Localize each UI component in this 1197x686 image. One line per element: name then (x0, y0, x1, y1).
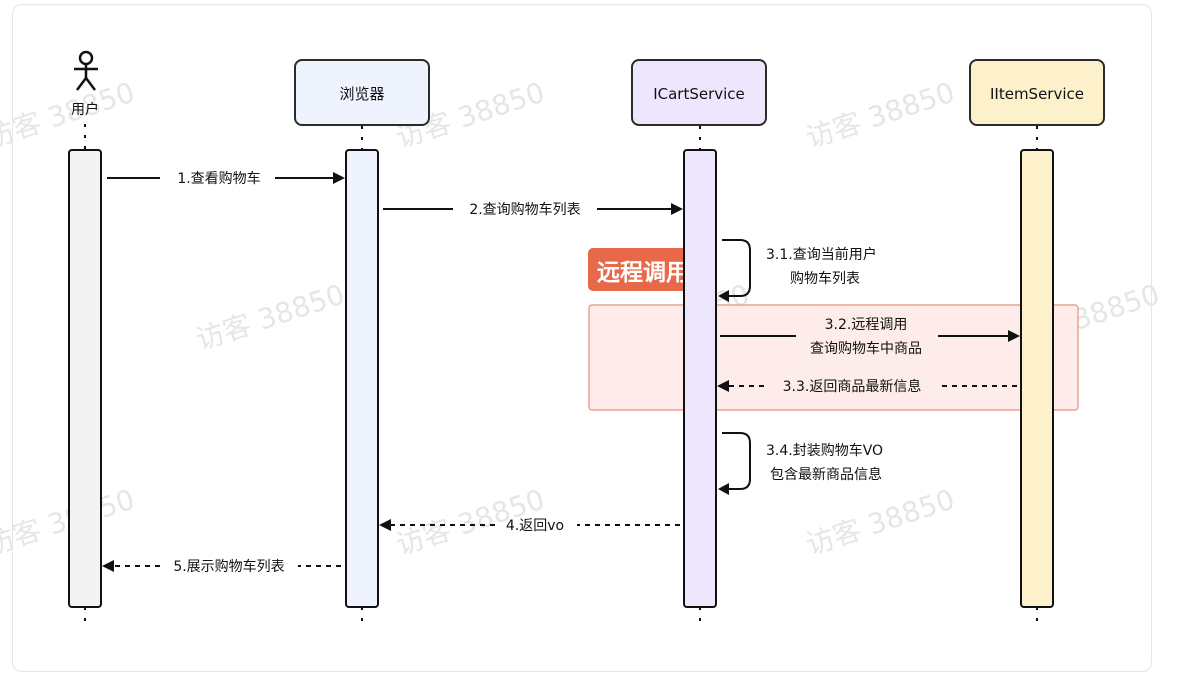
activation-bar-browser (345, 149, 379, 608)
watermark-text: 访客 38850 (802, 483, 959, 562)
message-2-label: 2.查询购物车列表 (469, 201, 580, 218)
message-3-1-selfcall (722, 239, 751, 297)
watermark-text: 访客 38850 (0, 76, 139, 155)
message-3-4-label-line1: 3.4.封装购物车VO (766, 442, 883, 459)
activation-bar-item (1020, 149, 1054, 608)
lifelines (84, 124, 1038, 624)
actor-label: 用户 (71, 101, 99, 118)
message-3-3-label: 3.3.返回商品最新信息 (783, 378, 922, 395)
message-3-4-arrowhead (718, 483, 729, 495)
message-3-1-arrowhead (718, 290, 729, 302)
activation-bar-user (68, 149, 102, 608)
participant-cart-service-label: ICartService (653, 85, 745, 103)
message-3-4-selfcall (722, 432, 751, 490)
message-3-1-label-line1: 3.1.查询当前用户 (766, 246, 877, 263)
message-3-2-label-line1: 3.2.远程调用 (825, 317, 908, 333)
message-5-label: 5.展示购物车列表 (173, 558, 284, 575)
participant-cart-service (631, 59, 767, 126)
message-3-1-label-line2: 购物车列表 (790, 270, 860, 287)
message-3-2-label-line2: 查询购物车中商品 (810, 340, 922, 357)
remote-call-tag-label: 远程调用 (597, 260, 689, 286)
participant-browser (294, 59, 430, 126)
message-1-label: 1.查看购物车 (177, 170, 260, 187)
activation-bar-cart (683, 149, 717, 608)
user-actor-icon (74, 50, 98, 91)
message-4-label: 4.返回vo (506, 518, 564, 534)
participant-item-service-label: IItemService (990, 85, 1084, 103)
participant-browser-label: 浏览器 (339, 85, 384, 103)
message-3-4-label-line2: 包含最新商品信息 (770, 466, 882, 483)
watermark-text: 访客 38850 (192, 278, 349, 357)
remote-call-tag (588, 248, 683, 291)
participant-item-service (969, 59, 1105, 126)
watermark-text: 访客 38850 (802, 76, 959, 155)
